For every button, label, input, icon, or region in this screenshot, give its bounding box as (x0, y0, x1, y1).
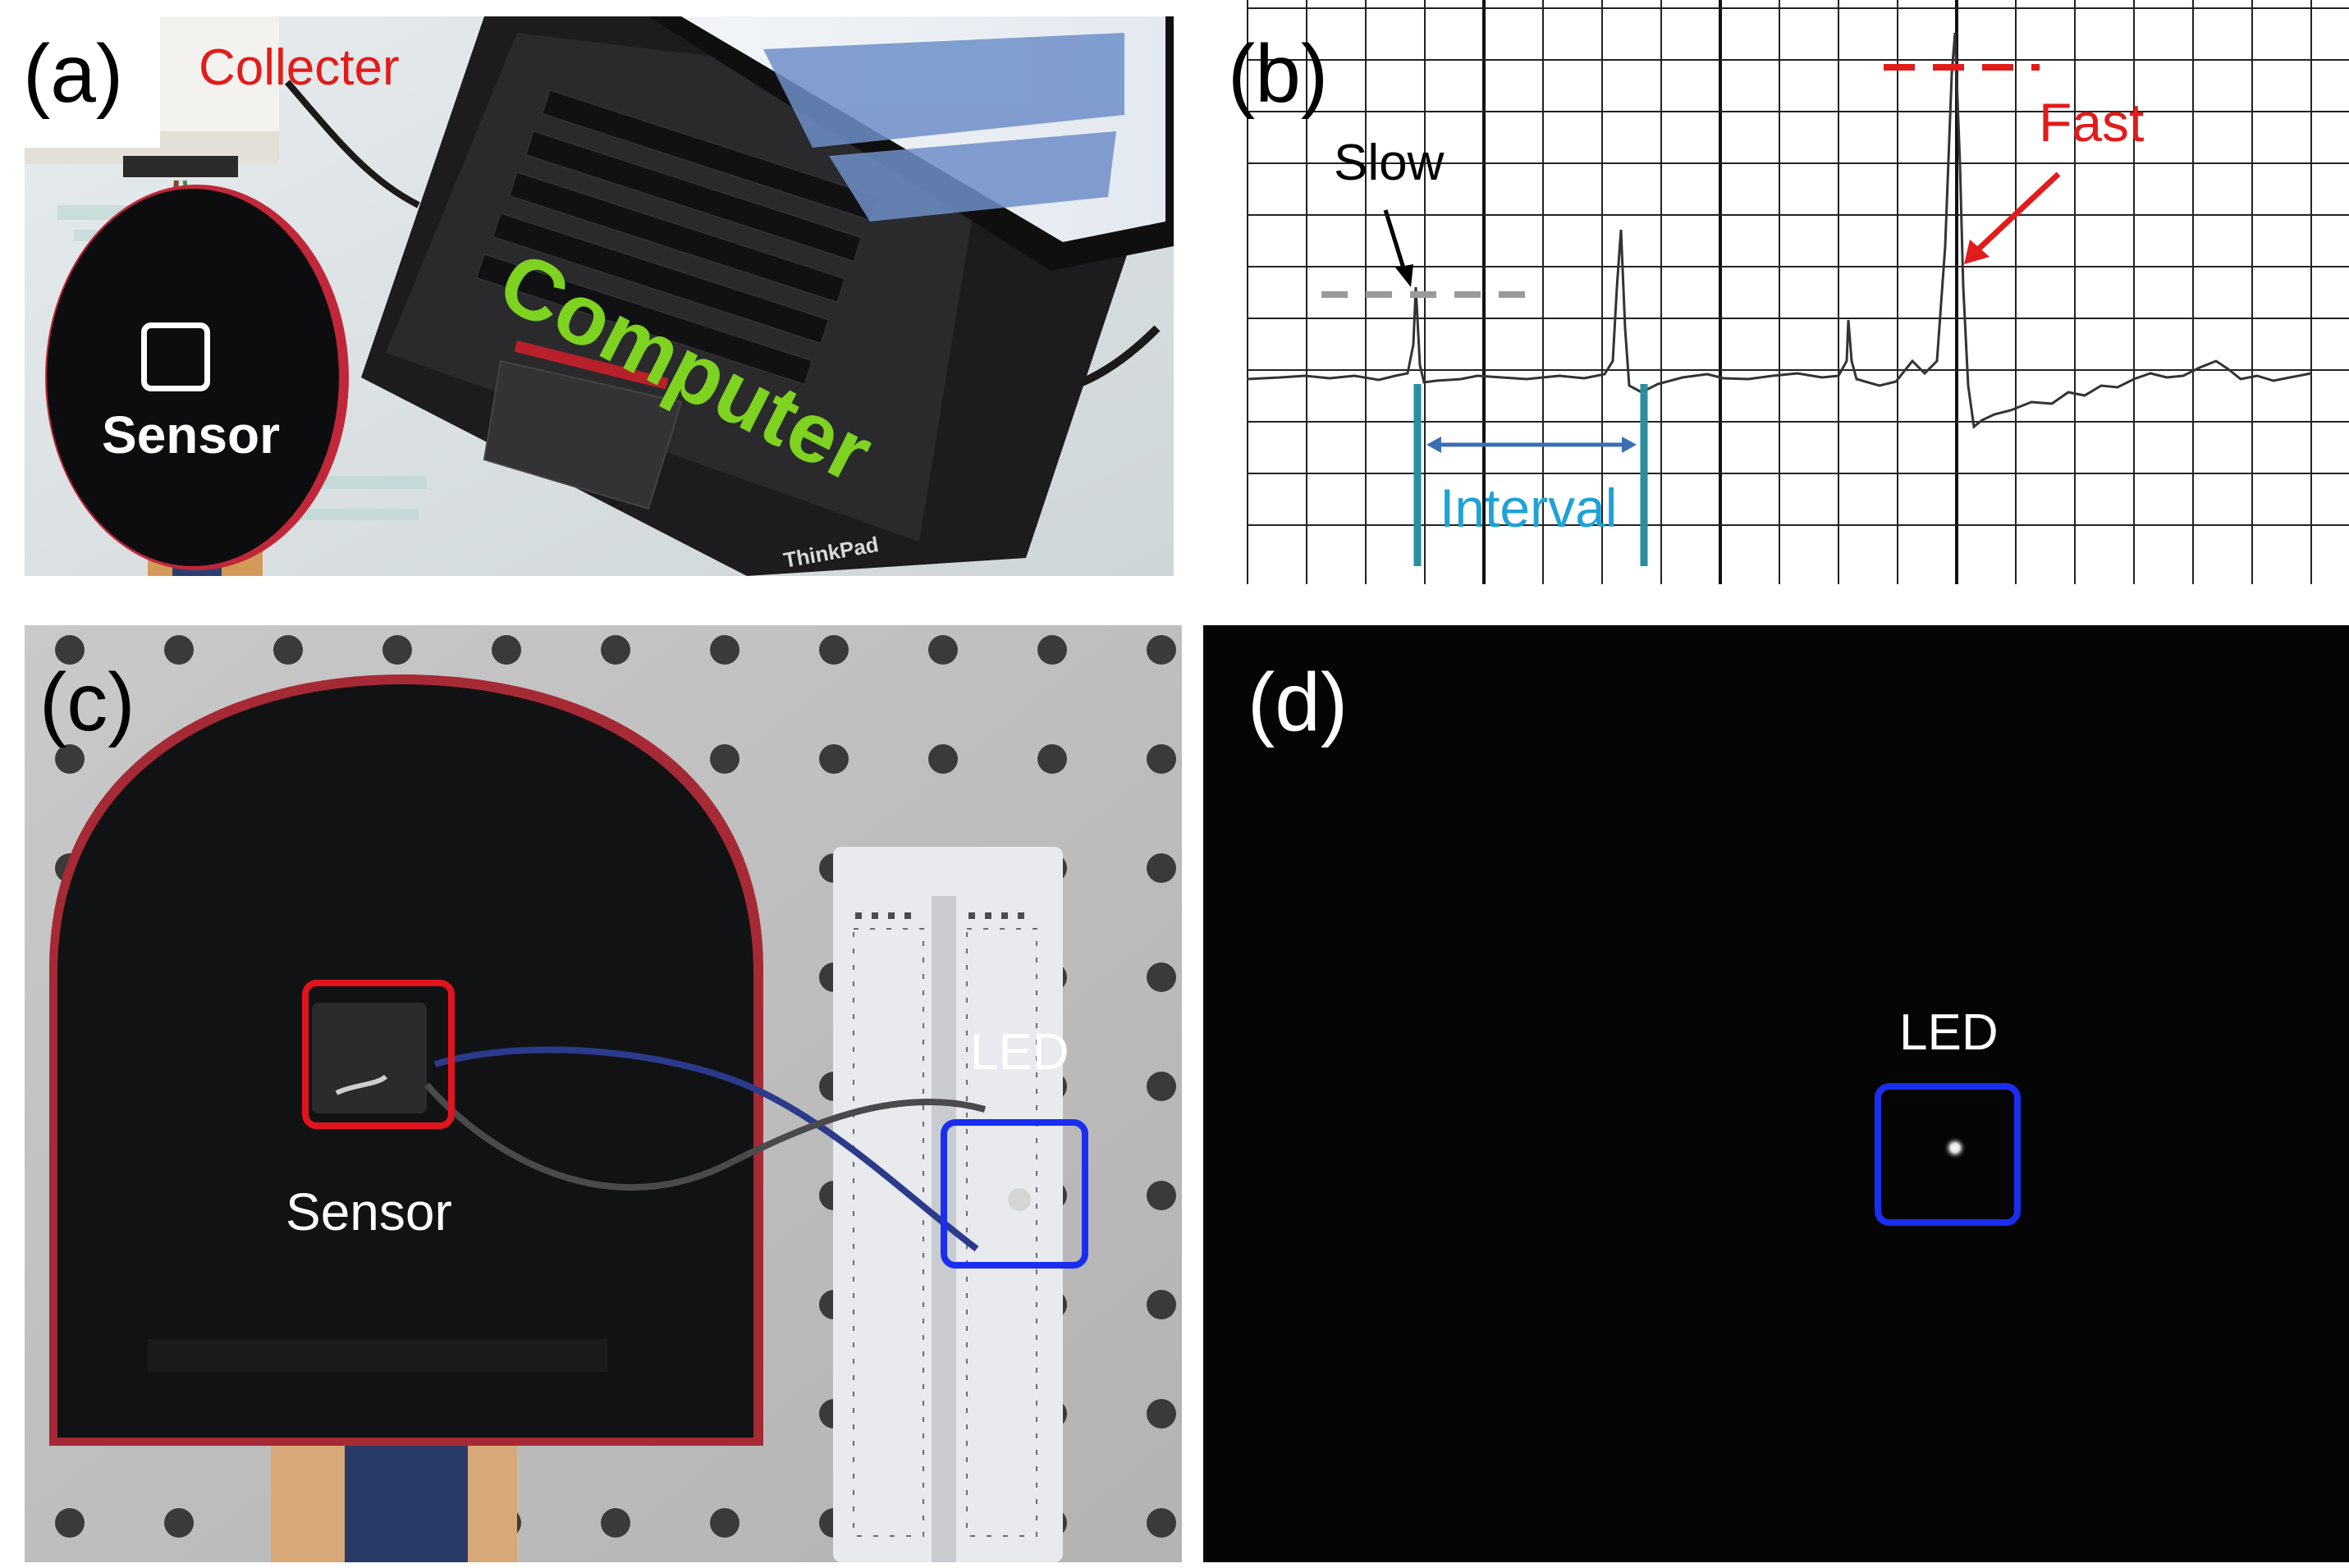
panel-b-oscilloscope (1231, 0, 2349, 584)
sensor-label-c: Sensor (286, 1182, 452, 1241)
led-highlight-box-d (1875, 1083, 2021, 1226)
sensor-highlight-box (302, 980, 455, 1129)
panel-b-label: (b) (1228, 28, 1329, 120)
panel-c-photo (25, 625, 1182, 1562)
led-glow (1944, 1136, 1967, 1159)
interval-label: Interval (1440, 478, 1618, 538)
panel-a-label: (a) (23, 28, 124, 120)
signal-trace (1247, 32, 2312, 429)
slow-label: Slow (1334, 135, 1445, 191)
panel-d-photo (1203, 625, 2349, 1562)
fast-label: Fast (2039, 92, 2145, 153)
led-label-c: LED (970, 1024, 1069, 1081)
panel-d-photo-art (1203, 625, 2349, 1562)
collecter-label: Collecter (199, 39, 400, 96)
panel-c-label: (c) (39, 656, 135, 748)
breadboard-holes (855, 912, 1024, 919)
sensor-marker-box (141, 322, 210, 391)
panel-a-photo-art (25, 16, 1174, 576)
panel-c-photo-art (25, 625, 1182, 1562)
led-highlight-box-c (941, 1119, 1088, 1269)
panel-d-label: (d) (1248, 656, 1348, 748)
signal-plot (1231, 0, 2349, 584)
panel-a-photo (25, 16, 1174, 576)
slow-arrow (1383, 209, 1407, 272)
fast-arrow (1975, 171, 2061, 253)
led-label-d: LED (1899, 1004, 1999, 1061)
grid-horizontal-lines (1248, 7, 2349, 526)
sensor-label: Sensor (102, 405, 280, 464)
